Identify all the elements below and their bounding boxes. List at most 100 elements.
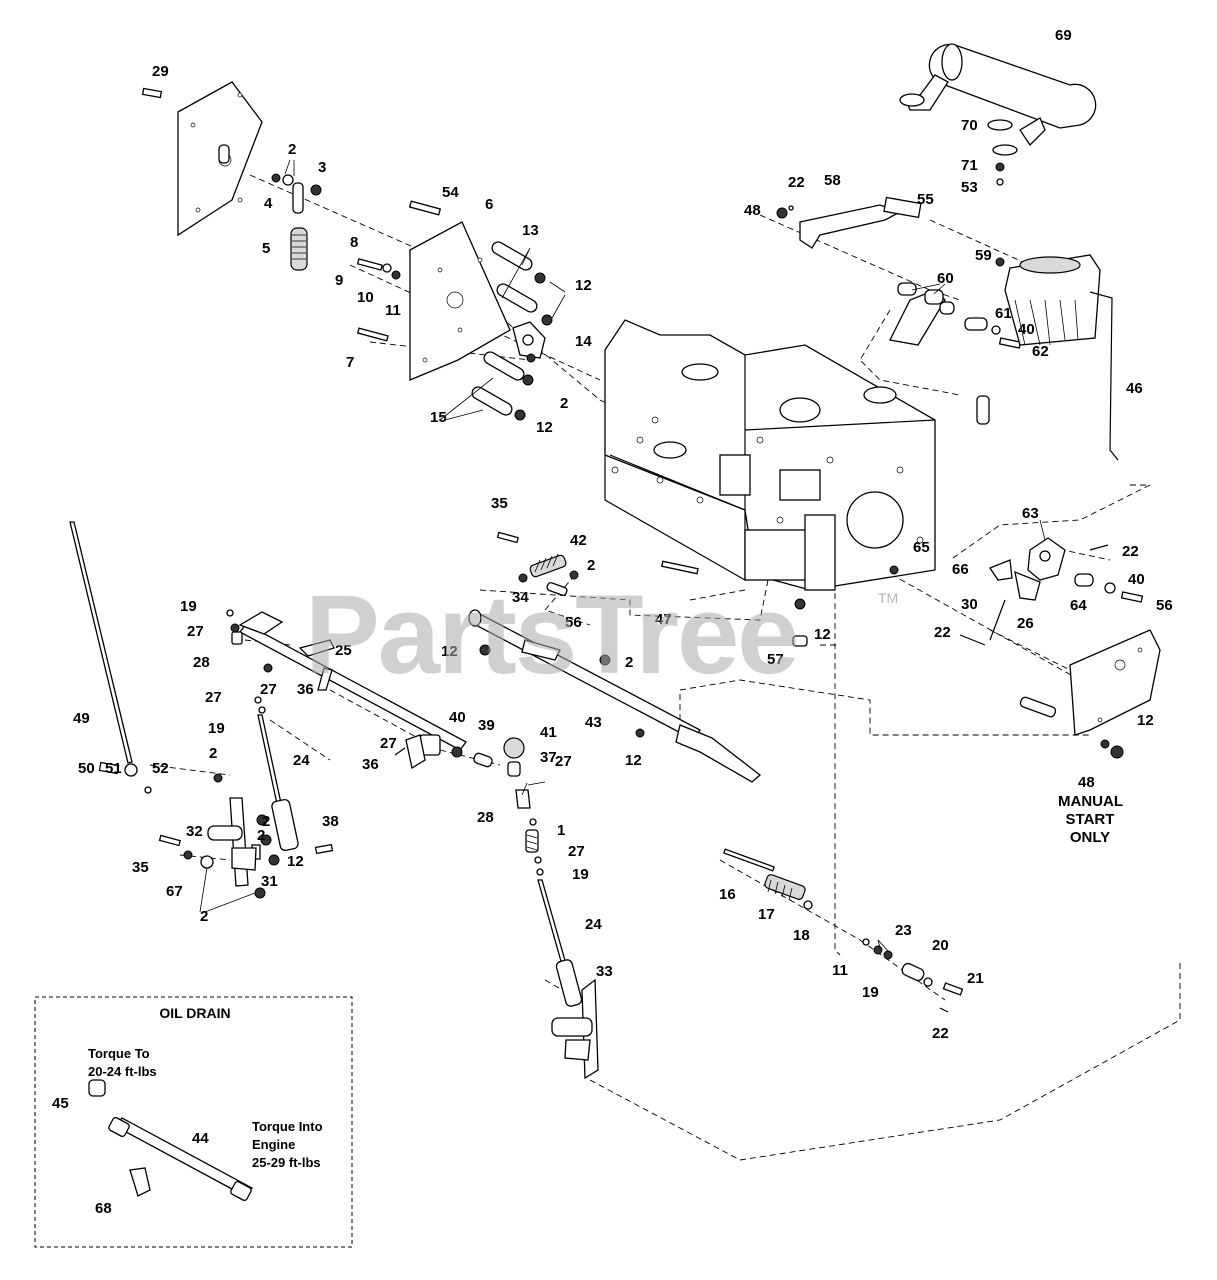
- watermark-logo: PartsTree: [305, 572, 800, 697]
- watermark-tm: TM: [878, 590, 899, 606]
- callout-27f: 27: [568, 843, 585, 860]
- callout-32: 32: [186, 823, 203, 840]
- callout-38: 38: [322, 813, 339, 830]
- mounting-plate-6: [356, 200, 553, 421]
- callout-24: 24: [293, 752, 310, 769]
- governor-linkage: [723, 848, 964, 1013]
- callout-42: 42: [570, 532, 587, 549]
- callout-7: 7: [346, 354, 354, 371]
- callout-18: 18: [793, 927, 810, 944]
- spacers-15: [471, 351, 536, 421]
- callout-53: 53: [961, 179, 978, 196]
- callout-36: 36: [297, 681, 314, 698]
- callout-2e: 2: [209, 745, 217, 762]
- callout-22c: 22: [934, 624, 951, 641]
- handle-43: [468, 609, 762, 783]
- callout-37: 37: [540, 749, 557, 766]
- callout-3: 3: [318, 159, 326, 176]
- callout-11: 11: [385, 302, 401, 319]
- shaft-25: [238, 611, 525, 777]
- center-linkage: [394, 734, 599, 1080]
- callout-30: 30: [961, 596, 978, 613]
- callout-24b: 24: [585, 916, 602, 933]
- callout-19c: 19: [572, 866, 589, 883]
- callout-47: 47: [655, 611, 672, 628]
- callout-12e: 12: [441, 643, 458, 660]
- callout-2c: 2: [587, 557, 595, 574]
- bracket-plate-top-left: [141, 81, 322, 271]
- callout-19: 19: [180, 598, 197, 615]
- callout-68: 68: [95, 1200, 112, 1217]
- callout-20: 20: [932, 937, 949, 954]
- spring-assembly-42: [479, 531, 808, 738]
- side-plate-right: [1019, 629, 1161, 759]
- callout-35b: 35: [132, 859, 149, 876]
- callout-33: 33: [596, 963, 613, 980]
- callout-26: 26: [1017, 615, 1034, 632]
- callout-21: 21: [967, 970, 984, 987]
- oil-drain-box: [34, 996, 353, 1248]
- callout-2g: 2: [257, 827, 265, 844]
- callout-64: 64: [1070, 597, 1087, 614]
- callout-50: 50: [78, 760, 95, 777]
- callout-19b: 19: [208, 720, 225, 737]
- callout-17: 17: [758, 906, 775, 923]
- callout-67: 67: [166, 883, 183, 900]
- callout-65: 65: [913, 539, 930, 556]
- callout-58: 58: [824, 172, 841, 189]
- callout-40c: 40: [449, 709, 466, 726]
- callout-27: 27: [187, 623, 204, 640]
- callout-22b: 22: [1122, 543, 1139, 560]
- callout-14: 14: [575, 333, 592, 350]
- callout-10: 10: [357, 289, 374, 306]
- callout-22: 22: [788, 174, 805, 191]
- callout-5: 5: [262, 240, 270, 257]
- callout-66: 66: [952, 561, 969, 578]
- callout-2d: 2: [625, 654, 633, 671]
- callout-27e: 27: [555, 753, 572, 770]
- callout-2b: 2: [560, 395, 568, 412]
- rod-49: [69, 521, 152, 794]
- callout-62: 62: [1032, 343, 1049, 360]
- callout-29: 29: [152, 63, 169, 80]
- callout-2: 2: [288, 141, 296, 158]
- callout-4: 4: [264, 195, 273, 212]
- callout-34: 34: [512, 589, 529, 606]
- callout-57: 57: [767, 651, 784, 668]
- callout-35: 35: [491, 495, 508, 512]
- callout-48b: 48: [1078, 774, 1095, 791]
- callout-40b: 40: [1128, 571, 1145, 588]
- callout-12b: 12: [536, 419, 553, 436]
- callout-1: 1: [557, 822, 565, 839]
- callout-2f: 2: [262, 813, 270, 830]
- callout-69: 69: [1055, 27, 1072, 44]
- callout-40: 40: [1018, 321, 1035, 338]
- callout-12c: 12: [814, 626, 831, 643]
- callout-44: 44: [192, 1130, 209, 1147]
- callout-19d: 19: [862, 984, 879, 1001]
- callout-labels: 29 2 3 4 5 54 6 13 8 9 10 11 12 14 7 15 …: [52, 27, 1173, 1217]
- bracket-59: [889, 282, 1022, 349]
- callout-70: 70: [961, 117, 978, 134]
- callout-36b: 36: [362, 756, 379, 773]
- callout-59: 59: [975, 247, 992, 264]
- callout-12: 12: [575, 277, 592, 294]
- callout-27d: 27: [380, 735, 397, 752]
- callout-27b: 27: [205, 689, 222, 706]
- callout-15: 15: [430, 409, 447, 426]
- callout-16: 16: [719, 886, 736, 903]
- callout-71: 71: [961, 157, 978, 174]
- callout-31: 31: [261, 873, 278, 890]
- callout-52: 52: [152, 760, 169, 777]
- oil-drain-title: OIL DRAIN: [159, 1005, 231, 1021]
- callout-11b: 11: [832, 962, 848, 979]
- callout-13: 13: [522, 222, 539, 239]
- left-lever-assembly: [158, 609, 334, 899]
- torque-to-note: Torque To 20-24 ft-lbs: [88, 1046, 157, 1079]
- callout-25: 25: [335, 642, 352, 659]
- callout-48: 48: [744, 202, 761, 219]
- callout-8: 8: [350, 234, 358, 251]
- callout-39: 39: [478, 717, 495, 734]
- throttle-bracket-58: [776, 196, 922, 249]
